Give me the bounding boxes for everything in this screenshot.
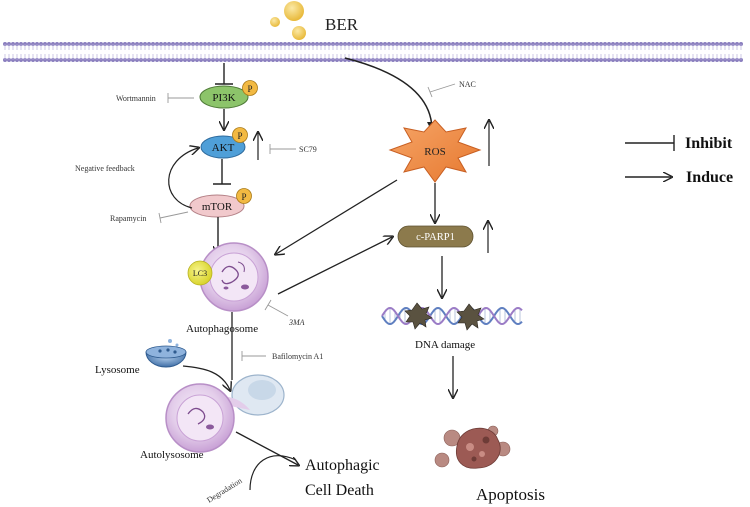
mtor-phospho-icon [236, 188, 252, 204]
degradation-arrow [249, 455, 297, 491]
autophagic-death-line2: Cell Death [305, 482, 374, 499]
autolysosome-cell [165, 374, 285, 453]
lc3-label: LC3 [193, 269, 207, 278]
pi3k-akt-mtor-pathway: PI3K P Wortmannin AKT P SC79 mTOR P Nega… [75, 63, 317, 254]
autophagosome-label: Autophagosome [186, 323, 258, 335]
negative-feedback-label: Negative feedback [75, 164, 135, 173]
legend-induce-label: Induce [686, 169, 733, 186]
sc79-label: SC79 [299, 145, 317, 154]
apoptotic-cell-icon [434, 425, 511, 469]
autophagic-death-line1: Autophagic [305, 457, 380, 474]
pi3k-node [199, 85, 249, 109]
negative-feedback-arrow [168, 148, 198, 209]
3ma-label: 3MA [288, 318, 305, 327]
dna-damage-spot [456, 303, 485, 331]
pi3k-phospho-icon [242, 80, 258, 96]
akt-label: AKT [212, 142, 235, 154]
rapamycin-label: Rapamycin [110, 214, 146, 223]
mtor-node [189, 194, 245, 218]
ros-label: ROS [424, 146, 445, 158]
bafilomycin-label: Bafilomycin A1 [272, 352, 323, 361]
ber-molecules [270, 1, 306, 40]
autophagy-to-cparp1-arrow [277, 237, 392, 295]
ber-label: BER [325, 15, 359, 34]
dna-helix-icon [381, 306, 523, 326]
wortmannin-label: Wortmannin [116, 94, 156, 103]
svg-text:P: P [237, 131, 242, 141]
pi3k-label: PI3K [212, 92, 235, 104]
autolysosome-label: Autolysosome [140, 449, 204, 461]
cparp1-node [397, 225, 474, 248]
dna-damage-label: DNA damage [415, 339, 475, 351]
svg-text:P: P [241, 192, 246, 202]
cell-membrane [3, 42, 743, 62]
mtor-label: mTOR [202, 201, 233, 213]
ber-to-ros-arrow [344, 57, 437, 132]
cparp1-label: c-PARP1 [416, 232, 455, 243]
lysosome-icon [145, 339, 187, 368]
ros-node [388, 119, 482, 183]
dna-damage-spot [404, 302, 433, 330]
nac-label: NAC [459, 80, 476, 89]
lc3-badge [187, 260, 213, 286]
lysosome-label: Lysosome [95, 364, 140, 376]
apoptosis-label: Apoptosis [476, 485, 545, 504]
legend-inhibit-label: Inhibit [685, 135, 733, 152]
akt-phospho-icon [232, 127, 248, 143]
svg-text:P: P [247, 84, 252, 94]
degradation-label: Degradation [205, 476, 243, 505]
ros-to-autophagy-arrow [276, 179, 398, 254]
legend: Inhibit Induce [625, 135, 733, 186]
